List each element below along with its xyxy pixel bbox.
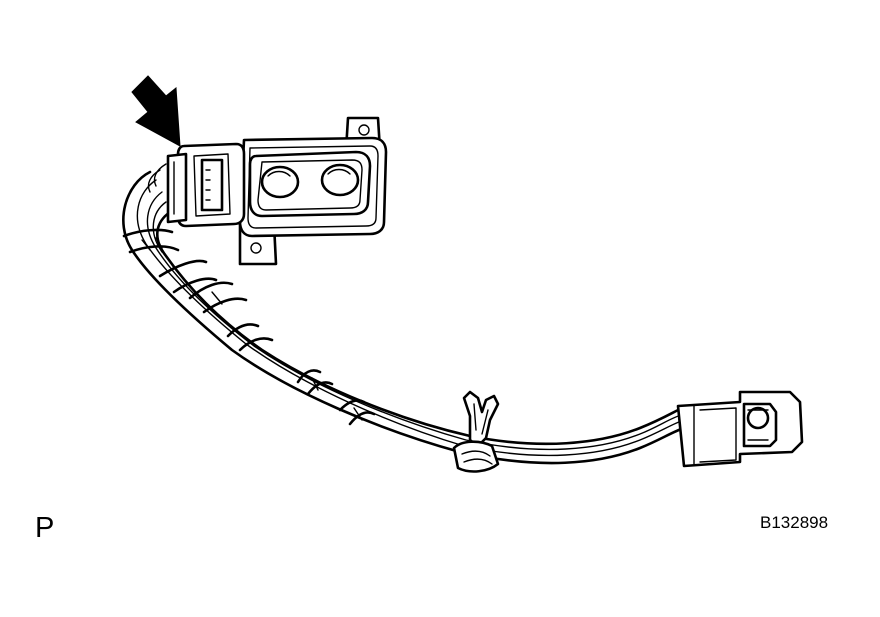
right-connector	[676, 390, 804, 468]
tape-wraps	[122, 228, 376, 426]
pointer-arrow	[131, 75, 181, 147]
figure-id-label: B132898	[760, 513, 829, 532]
view-label: P	[35, 512, 55, 544]
sensor-assembly	[166, 116, 388, 266]
harness-clip	[452, 390, 500, 473]
